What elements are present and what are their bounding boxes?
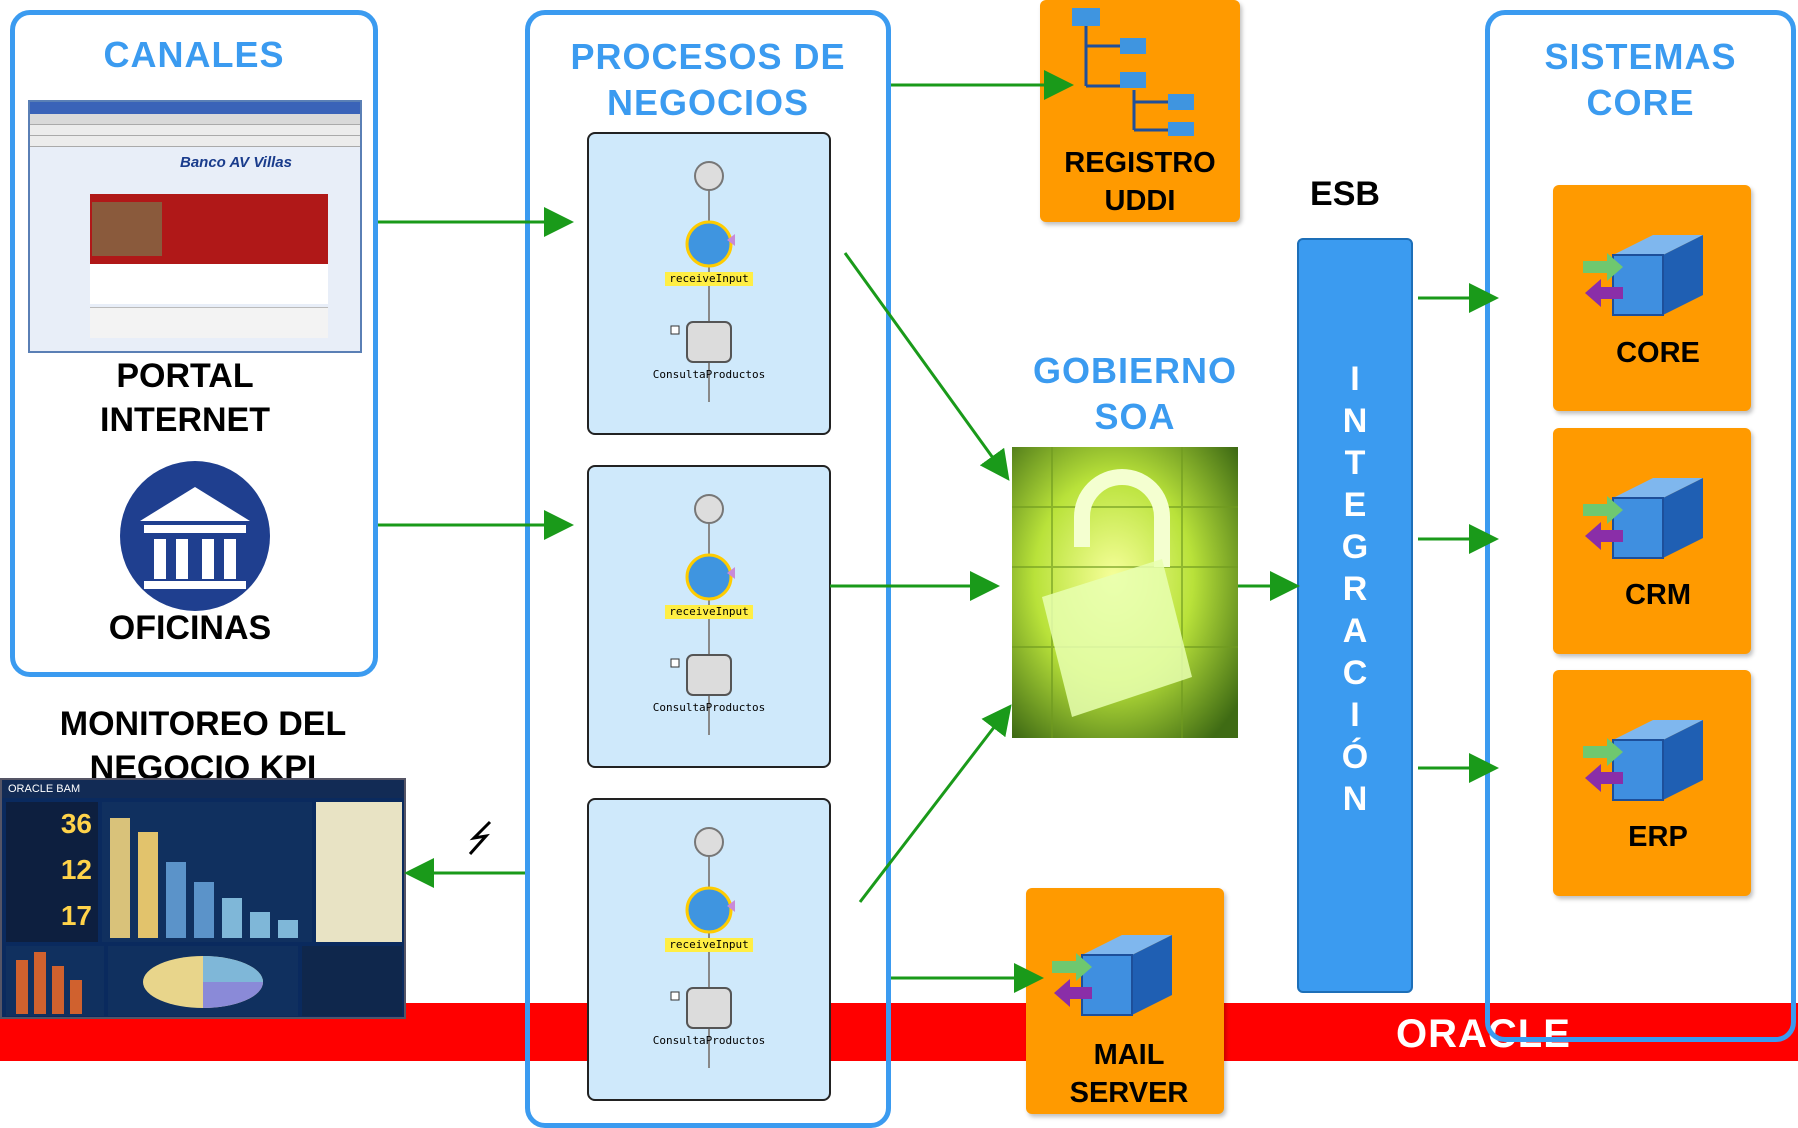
arrow-process3-to-gobierno: [858, 704, 1012, 903]
padlock-icon: [1012, 447, 1238, 738]
canales-group: [10, 10, 378, 677]
process-flow-3: [665, 827, 753, 1068]
gobierno-soa-title: GOBIERNO SOA: [1032, 350, 1237, 437]
bank-icon: [120, 461, 270, 611]
oficinas-label: OFICINAS: [108, 609, 272, 647]
process-3-step-receive: receiveInput: [669, 938, 749, 951]
sistemas-core-title: SISTEMAS CORE: [1544, 36, 1737, 123]
mail-server-cube-icon: [1052, 935, 1172, 1016]
procesos-group: [525, 10, 891, 1128]
process-1-step-receive: receiveInput: [669, 272, 749, 285]
lightning-icon: [468, 820, 492, 855]
process-2-step-receive: receiveInput: [669, 605, 749, 618]
erp-cube-icon: [1583, 720, 1703, 801]
process-1-step-consulta: ConsultaProductos: [652, 368, 766, 381]
process-flows: [665, 161, 753, 1068]
process-flow-1: [665, 161, 753, 402]
esb-integration-bar: [1297, 238, 1413, 993]
monitoreo-title: MONITOREO DEL NEGOCIO KPI: [59, 705, 347, 787]
bam-kpi-2: 12: [60, 854, 92, 885]
canales-title: CANALES: [103, 34, 285, 75]
bam-kpi-1: 36: [60, 808, 92, 839]
esb-label: ESB: [1310, 175, 1380, 213]
system-cube-icons: [1583, 235, 1703, 801]
crm-system-label: CRM: [1624, 579, 1692, 611]
procesos-title: PROCESOS DE NEGOCIOS: [570, 36, 846, 123]
bam-brand: ORACLE BAM: [2, 780, 404, 798]
process-3-step-consulta: ConsultaProductos: [652, 1034, 766, 1047]
mail-server-label: MAIL SERVER: [1069, 1039, 1189, 1109]
portal-internet-label: PORTAL INTERNET: [100, 357, 270, 439]
oracle-logo: ORACLE: [1396, 1012, 1571, 1056]
bam-dashboard: ORACLE BAM 36 12 17: [0, 778, 406, 1019]
erp-system-label: ERP: [1628, 821, 1688, 853]
core-cube-icon: [1583, 235, 1703, 316]
bam-column-chart: [6, 946, 104, 1016]
esb-integration-text: I N T E G R A C I Ó N: [1341, 360, 1369, 818]
process-2-step-consulta: ConsultaProductos: [652, 701, 766, 714]
arrow-process1-to-gobierno: [843, 252, 1010, 481]
crm-cube-icon: [1583, 478, 1703, 559]
bam-kpi-3: 17: [60, 900, 92, 931]
tree-icon: [1072, 8, 1194, 136]
registro-uddi-label: REGISTRO UDDI: [1064, 147, 1216, 217]
portal-brand: Banco AV Villas: [180, 154, 292, 171]
portal-screenshot: Banco AV Villas: [28, 100, 362, 353]
core-system-label: CORE: [1616, 337, 1700, 369]
registro-uddi-box: [1040, 0, 1240, 222]
bam-bar-chart: [102, 802, 312, 942]
process-flow-2: [665, 494, 753, 735]
bam-pie-chart: [108, 946, 298, 1016]
